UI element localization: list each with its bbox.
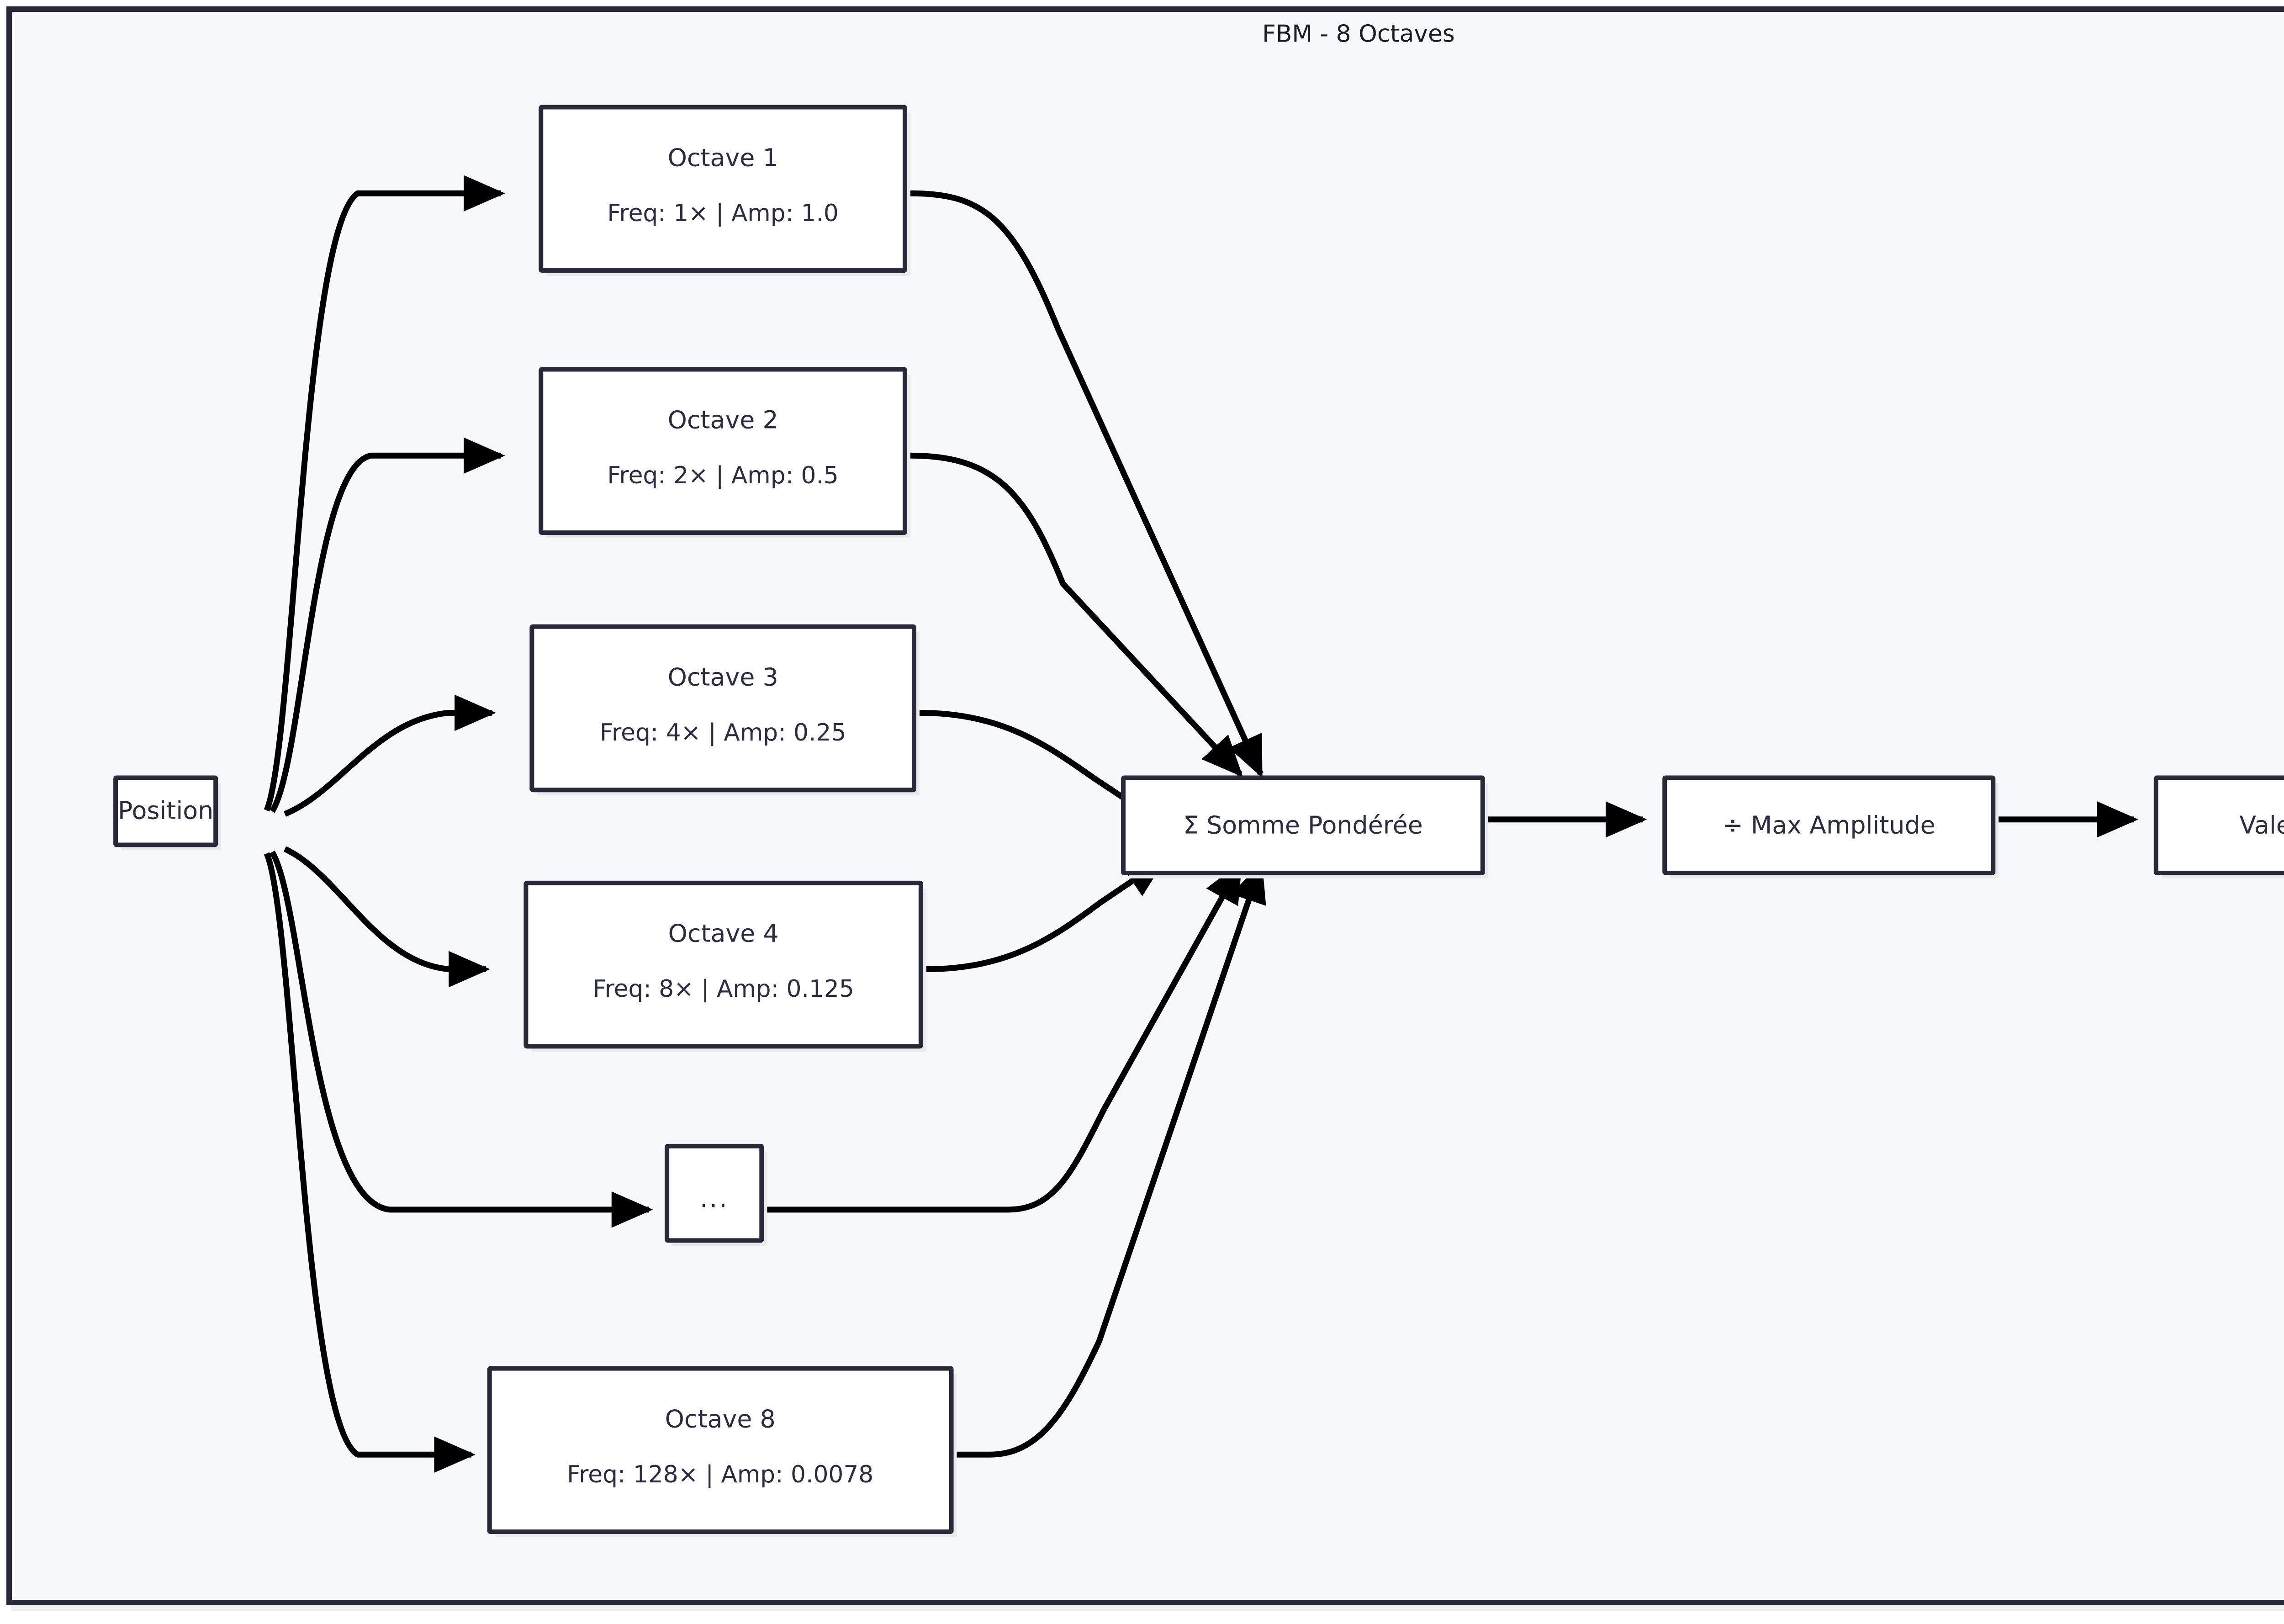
node-position[interactable]: Position (113, 775, 222, 851)
node-output[interactable]: Valeur Normalisée [0,1] (2153, 775, 2284, 878)
edge-position-to-octave1 (264, 175, 505, 812)
node-octave4-detail: Freq: 8× | Amp: 0.125 (592, 975, 854, 1003)
edge-octave8-to-sum (951, 861, 1266, 1458)
node-octave1-detail: Freq: 1× | Amp: 1.0 (607, 200, 838, 227)
frame-title: FBM - 8 Octaves (1262, 21, 1455, 48)
node-octave2[interactable]: Octave 2 Freq: 2× | Amp: 0.5 (539, 367, 910, 539)
node-output-label: Valeur Normalisée [0,1] (2239, 810, 2284, 839)
node-ellipsis-label: ... (700, 1185, 729, 1213)
node-octave8[interactable]: Octave 8 Freq: 128× | Amp: 0.0078 (487, 1366, 957, 1537)
fbm-flowchart: FBM - 8 Octaves (113, 21, 2284, 1537)
node-octave8-title: Octave 8 (665, 1404, 776, 1433)
edge-position-to-octave3 (284, 694, 496, 817)
node-octave3[interactable]: Octave 3 Freq: 4× | Amp: 0.25 (529, 624, 920, 796)
node-divide[interactable]: ÷ Max Amplitude (1662, 775, 1999, 878)
node-divide-label: ÷ Max Amplitude (1723, 810, 1935, 839)
node-octave1-title: Octave 1 (668, 143, 778, 172)
node-octave4-title: Octave 4 (668, 919, 779, 948)
edge-position-to-octave4 (283, 846, 490, 988)
edge-layer (264, 175, 2139, 1473)
node-octave8-detail: Freq: 128× | Amp: 0.0078 (567, 1461, 873, 1488)
diagram-frame: FBM - 8 Octaves (6, 6, 2284, 1605)
node-octave3-title: Octave 3 (668, 663, 778, 692)
node-sum-label: Σ Somme Pondérée (1183, 810, 1423, 839)
edge-position-to-octave8 (264, 852, 476, 1473)
node-octave3-detail: Freq: 4× | Amp: 0.25 (600, 719, 846, 746)
edge-position-to-octave2 (270, 437, 505, 813)
edge-position-to-ellipsis (270, 850, 653, 1228)
node-octave4[interactable]: Octave 4 Freq: 8× | Amp: 0.125 (523, 880, 926, 1052)
edge-octave4-to-sum (926, 857, 1167, 972)
edge-octave2-to-sum (910, 452, 1243, 778)
node-sum[interactable]: Σ Somme Pondérée (1121, 775, 1488, 878)
edge-octave3-to-sum (919, 709, 1167, 827)
edge-octave1-to-sum (910, 190, 1264, 778)
node-octave1[interactable]: Octave 1 Freq: 1× | Amp: 1.0 (539, 105, 910, 276)
edge-ellipsis-to-sum (767, 861, 1243, 1213)
node-ellipsis[interactable]: ... (665, 1143, 767, 1246)
node-octave2-detail: Freq: 2× | Amp: 0.5 (607, 462, 838, 489)
node-octave2-title: Octave 2 (668, 405, 778, 434)
node-position-label: Position (118, 796, 213, 825)
